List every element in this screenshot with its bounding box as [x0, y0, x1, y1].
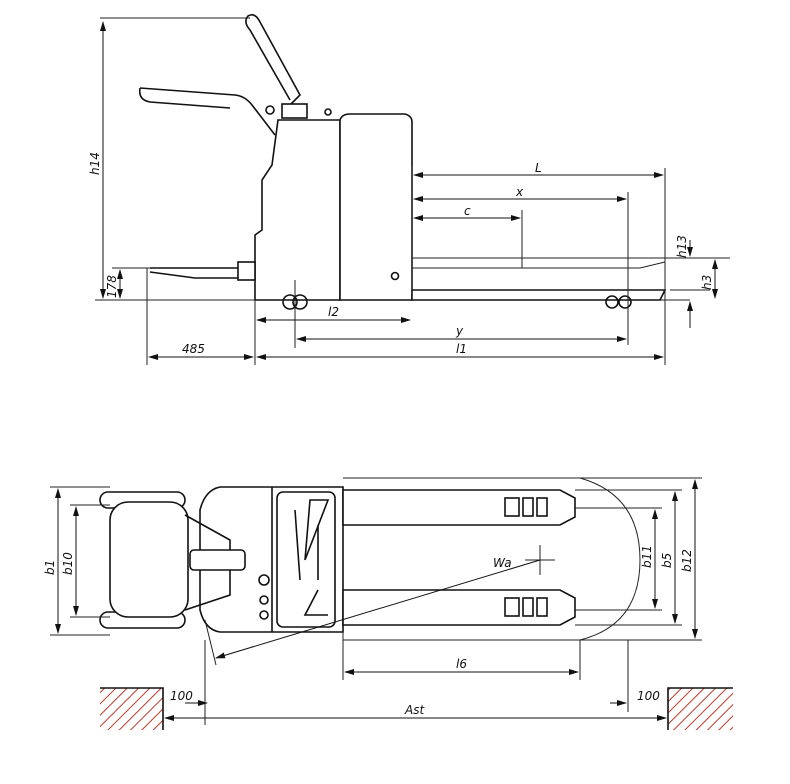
- dimensions-top: [50, 477, 702, 725]
- dim-label-left-100: 100: [170, 689, 193, 703]
- dim-label-h3: h3: [700, 275, 714, 290]
- truck-top: [99, 486, 344, 633]
- dim-label-y: y: [455, 324, 464, 338]
- right-wall-edge: [667, 687, 733, 730]
- dim-label-c: c: [464, 204, 471, 218]
- dim-label-178: 178: [105, 275, 119, 298]
- truck-body: [138, 14, 413, 310]
- forks-side: [411, 257, 690, 309]
- dim-label-485: 485: [182, 342, 205, 356]
- dim-label-L: L: [535, 161, 542, 175]
- top-view: b1 b10 Wa b11 b5 b12 l6 100 100 Ast: [43, 477, 733, 730]
- dim-label-b10: b10: [61, 552, 75, 575]
- dim-label-l2: l2: [328, 305, 339, 319]
- side-view: L x c h13 h3 h14 178 l2 y 485 l1: [88, 14, 730, 365]
- forks-top: [342, 477, 641, 641]
- dim-label-b12: b12: [680, 549, 694, 572]
- dim-label-b1: b1: [43, 560, 57, 575]
- dim-label-x: x: [515, 185, 524, 199]
- right-wall: [668, 688, 733, 730]
- dim-label-right-100: 100: [637, 689, 660, 703]
- dim-label-Ast: Ast: [404, 703, 425, 717]
- dim-label-h14: h14: [88, 152, 102, 175]
- left-wall-edge: [100, 687, 164, 730]
- dim-label-Wa: Wa: [493, 556, 512, 570]
- dim-label-l1: l1: [456, 342, 467, 356]
- dim-label-h13: h13: [675, 235, 689, 258]
- dim-label-l6: l6: [456, 657, 467, 671]
- dim-label-b5: b5: [660, 553, 674, 568]
- left-wall: [100, 688, 163, 730]
- dim-label-b11: b11: [640, 545, 654, 568]
- dimensions-side: [100, 17, 730, 365]
